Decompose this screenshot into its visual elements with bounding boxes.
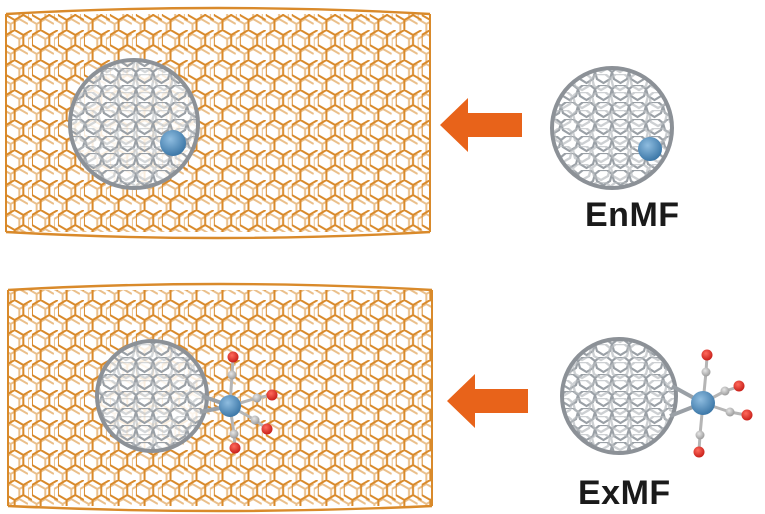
free-fullerene-bottom: [560, 337, 753, 458]
insertion-arrow-icon: [440, 98, 522, 152]
metal-carbonyl-complex-icon: [199, 351, 278, 454]
metal-atom-icon: [638, 137, 662, 161]
bottom-panel: [7, 282, 753, 513]
carbon-nanotube-bottom: [7, 282, 433, 513]
top-panel: [5, 6, 674, 240]
insertion-arrow-icon: [447, 374, 528, 428]
fullerene-inside-tube-bottom: [95, 339, 278, 454]
metal-carbonyl-complex-icon: [669, 349, 753, 458]
enmf-label: EnMF: [585, 196, 680, 234]
exmf-label: ExMF: [578, 474, 671, 512]
encapsulated-metal-atom-icon: [160, 130, 186, 156]
free-fullerene-top: [550, 66, 674, 190]
fullerene-inside-tube-top: [68, 58, 200, 190]
carbon-nanotube-top: [5, 6, 431, 240]
